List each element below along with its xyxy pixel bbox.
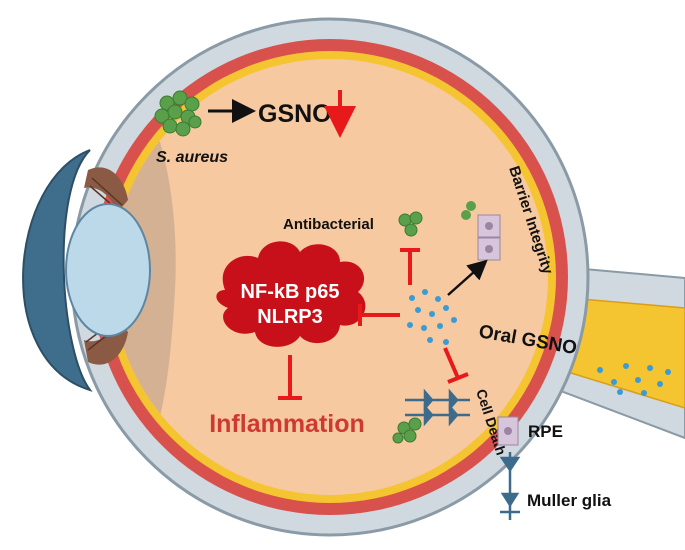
gsno-label: GSNO: [258, 100, 332, 128]
inhibit-cell-death: [443, 347, 469, 384]
lens: [65, 203, 151, 337]
nfkb-nlrp3-cloud: [216, 241, 366, 347]
s-aureus-label: S. aureus: [156, 149, 228, 166]
muller-glia-legend-label: Muller glia: [527, 491, 612, 510]
gsno-molecules-nerve: [597, 363, 671, 396]
nfkb-label: NF-kB p65: [241, 281, 340, 303]
inhibit-inflammation: [278, 355, 302, 400]
antibacterial-bacteria-icon: [398, 211, 423, 237]
cornea: [22, 149, 93, 392]
gsno-molecules-vitreous: [407, 289, 457, 345]
rpe-legend-label: RPE: [528, 422, 563, 441]
inflammation-label: Inflammation: [209, 410, 365, 438]
antibacterial-label: Antibacterial: [283, 216, 374, 233]
bacteria-cell-death: [392, 417, 422, 444]
rpe-legend-icon: [497, 416, 519, 446]
bacteria-cluster: [154, 90, 202, 137]
arrow-to-barrier: [447, 259, 488, 296]
nlrp3-label: NLRP3: [257, 306, 323, 328]
muller-glia-cells-retina: [405, 388, 470, 427]
rpe-barrier-cells: [461, 201, 501, 261]
muller-glia-legend-icon: [499, 452, 521, 520]
inhibit-nfkb: [358, 304, 400, 326]
inhibit-antibacterial: [400, 248, 420, 285]
